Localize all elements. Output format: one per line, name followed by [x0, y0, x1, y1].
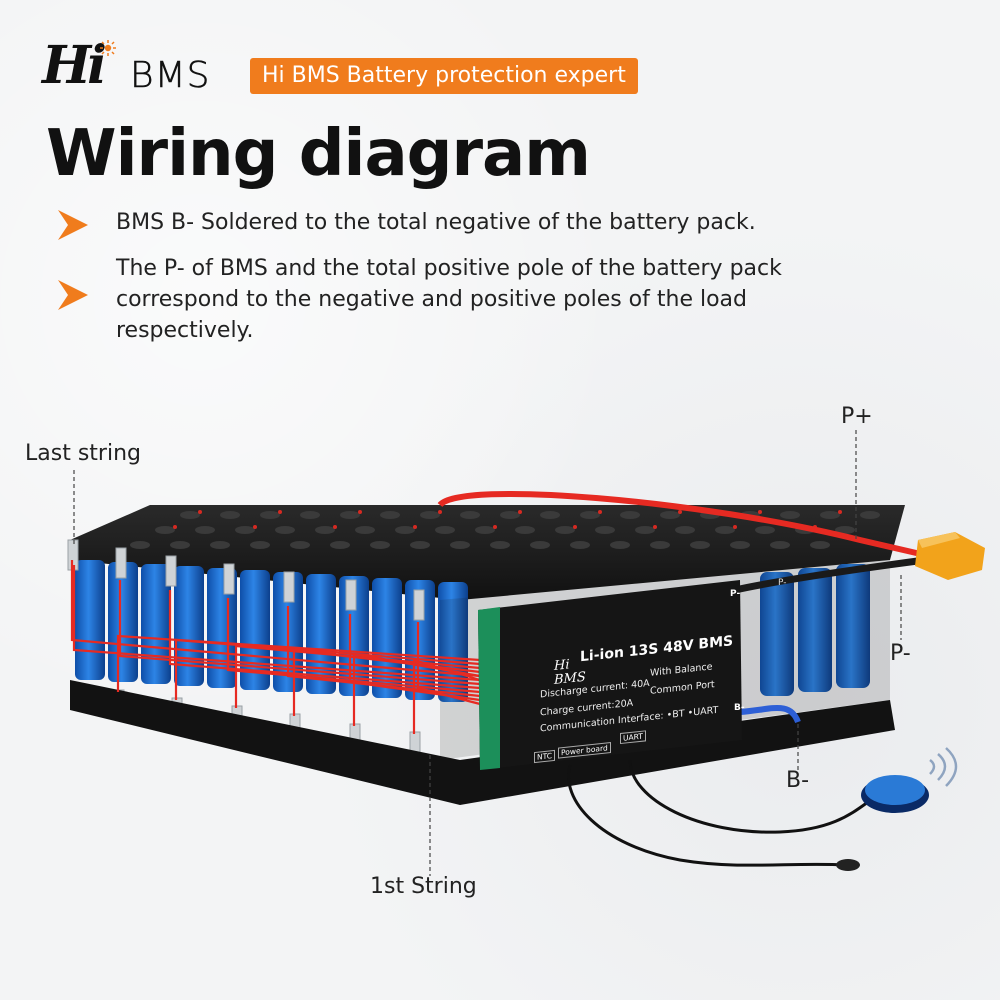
page-title: Wiring diagram [46, 117, 591, 191]
p-minus-wire-tag: P- [778, 578, 787, 588]
b-minus-wire [739, 705, 801, 724]
bms-pin-p-minus: P- [730, 589, 741, 599]
uart-cable [628, 759, 869, 834]
label-p-minus: P- [890, 641, 911, 666]
bms-board [478, 580, 742, 770]
bluetooth-module [861, 747, 958, 813]
bms-pcb-edge [478, 607, 500, 770]
bullet-2-line-1: The P- of BMS and the total positive pol… [116, 256, 782, 281]
bms-port-power-board: Power board [558, 742, 611, 759]
bms-pin-b-minus: B- [734, 703, 745, 713]
orange-arrow-icon [58, 280, 88, 310]
xt-connector [915, 532, 985, 580]
label-p-plus: P+ [841, 404, 873, 429]
cell-holder-bottom [70, 680, 895, 805]
cell-tops [130, 511, 880, 549]
bullet-2-line-2: correspond to the negative and positive … [116, 287, 747, 312]
orange-arrow-icon [58, 210, 88, 240]
bms-board-brand: Hi BMS [554, 657, 586, 688]
bms-label-panel: Hi BMS Li-ion 13S 48V BMS Discharge curr… [520, 628, 740, 781]
label-first-string: 1st String [370, 874, 477, 899]
logo-hi-mark: Hi [42, 35, 107, 96]
sun-icon [100, 40, 116, 56]
tagline-badge: Hi BMS Battery protection expert [250, 58, 638, 94]
bms-board-port: Common Port [650, 679, 715, 697]
p-minus-wire [734, 556, 926, 594]
bms-board-balance: With Balance [650, 661, 713, 679]
cell-top-markers [173, 510, 842, 529]
bms-port-ntc: NTC [534, 749, 555, 764]
ntc-cable [567, 764, 847, 867]
label-b-minus: B- [786, 768, 810, 793]
logo-bms-text: BMS [130, 55, 211, 97]
positive-main-wire [437, 491, 926, 558]
hi-bms-logo: Hi BMS [42, 38, 242, 100]
ntc-probe [836, 859, 860, 871]
label-last-string: Last string [25, 441, 141, 466]
bms-port-uart: UART [620, 730, 646, 745]
bullet-1-text: BMS B- Soldered to the total negative of… [116, 210, 756, 235]
leader-lines [73, 430, 902, 876]
bullet-2-line-3: respectively. [116, 318, 254, 343]
balance-wires [70, 560, 481, 734]
